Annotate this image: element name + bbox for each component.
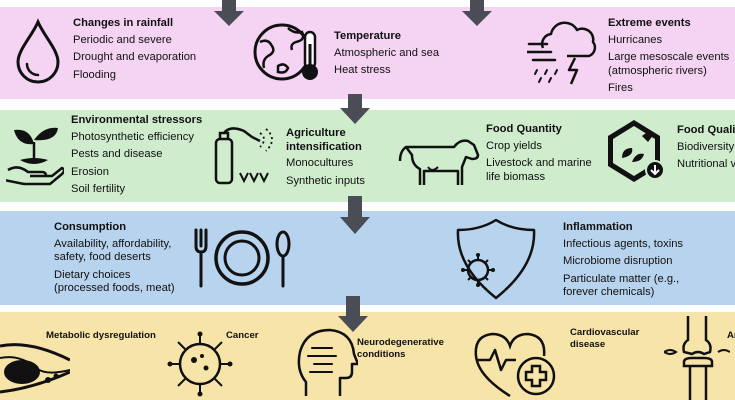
down-arrow	[462, 0, 492, 26]
down-arrow	[338, 296, 368, 332]
food-quality-title: Food Quality	[677, 124, 735, 136]
inflammation-title: Inflammation	[563, 221, 633, 233]
food-quality-block: Food Quality Biodiversity Nutritional va…	[677, 124, 735, 176]
inflammation-block: Inflammation Infectious agents, toxins M…	[563, 221, 703, 304]
cancer-cell-icon	[167, 331, 233, 397]
disease-outcomes-band	[0, 312, 735, 400]
food-quantity-block: Food Quantity Crop yields Livestock and …	[486, 123, 598, 188]
water-drop-icon	[16, 18, 60, 84]
down-arrow	[214, 0, 244, 26]
rainfall-block: Changes in rainfall Periodic and severe …	[73, 17, 196, 86]
temperature-item: Heat stress	[334, 64, 391, 76]
extreme-events-item: Hurricanes	[608, 33, 663, 46]
food-quantity-item: Livestock and marine life biomass	[486, 157, 592, 183]
down-arrow	[340, 196, 370, 234]
rainfall-title: Changes in rainfall	[73, 17, 174, 29]
down-arrow	[340, 94, 370, 124]
consumption-block: Consumption Availability, affordability,…	[54, 221, 180, 300]
consumption-title: Consumption	[54, 221, 127, 233]
environmental-stressors-item: Photosynthetic efficiency	[71, 130, 194, 143]
food-quality-item: Nutritional value	[677, 158, 735, 170]
extreme-events-block: Extreme events Hurricanes Large mesoscal…	[608, 17, 734, 100]
environmental-stressors-title: Environmental stressors	[71, 114, 203, 126]
climate-drivers-band	[0, 7, 735, 99]
seedling-hand-icon	[6, 127, 64, 186]
temperature-title: Temperature	[334, 30, 401, 42]
inflammation-item: Microbiome disruption	[563, 255, 673, 267]
environmental-stressors-block: Environmental stressors Photosynthetic e…	[71, 114, 202, 201]
rainfall-item: Drought and evaporation	[73, 51, 197, 63]
food-quantity-item: Crop yields	[486, 139, 542, 152]
disease-metabolic: Metabolic dysregulation	[46, 330, 156, 341]
artery-plaque-icon	[0, 343, 70, 394]
agriculture-title: Agriculture intensification	[286, 127, 362, 153]
disease-neuro: Neurodegenerative conditions	[357, 337, 444, 360]
inflammation-item: Infectious agents, toxins	[563, 237, 684, 250]
inflammation-item: Particulate matter (e.g., forever chemic…	[563, 272, 680, 299]
environmental-stressors-item: Soil fertility	[71, 183, 126, 195]
knee-joint-icon	[664, 316, 730, 400]
no-pesticide-icon	[608, 120, 665, 182]
environmental-stressors-item: Erosion	[71, 165, 109, 178]
disease-cardio: Cardiovascular disease	[570, 327, 640, 350]
temperature-block: Temperature Atmospheric and sea Heat str…	[334, 30, 439, 82]
extreme-events-item: Fires	[608, 82, 633, 94]
agriculture-item: Synthetic inputs	[286, 174, 365, 187]
globe-thermometer-icon	[253, 23, 318, 81]
food-quality-item: Biodiversity	[677, 140, 735, 153]
rainfall-item: Periodic and severe	[73, 33, 172, 46]
extreme-events-title: Extreme events	[608, 17, 691, 29]
plate-cutlery-icon	[194, 228, 291, 288]
agriculture-item: Monocultures	[286, 157, 354, 169]
disease-cancer: Cancer	[226, 330, 259, 341]
cow-icon	[398, 139, 480, 185]
consumption-item: Dietary choices (processed foods, meat)	[54, 268, 175, 295]
agriculture-block: Agriculture intensification Monocultures…	[286, 127, 386, 192]
extreme-events-item: Large mesoscale events (atmospheric rive…	[608, 51, 730, 77]
virus-shield-icon	[456, 218, 536, 300]
sprayer-icon	[214, 127, 273, 185]
rainfall-item: Flooding	[73, 68, 116, 81]
heart-health-icon	[474, 332, 556, 398]
disease-arthritis: Arthritis	[727, 330, 735, 341]
food-quantity-title: Food Quantity	[486, 123, 562, 135]
exposure-band	[0, 211, 735, 305]
consumption-item: Availability, affordability, safety, foo…	[54, 237, 172, 264]
head-profile-icon	[297, 328, 358, 396]
environmental-stressors-item: Pests and disease	[71, 148, 163, 160]
storm-cloud-icon	[527, 21, 597, 85]
temperature-item: Atmospheric and sea	[334, 46, 440, 59]
